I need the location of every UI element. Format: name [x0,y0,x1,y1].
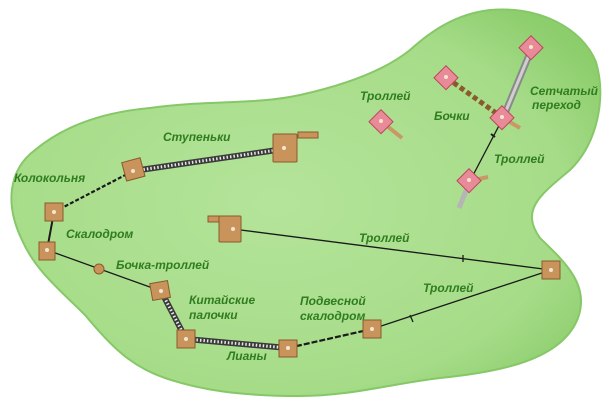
platform-anchor [370,327,374,331]
platform-anchor [549,268,553,272]
trolley-line-right [469,117,504,182]
barrels-bridge [445,75,505,121]
platform [218,215,242,243]
trolley-line-middle [232,228,552,271]
platform-anchor [529,45,533,49]
lianas-ladder-rungs [185,337,289,350]
platform-anchor [184,337,188,341]
label-barrel-trolley: Бочка-троллей [116,258,210,272]
trolley-line-bottom [371,269,552,330]
platform-anchor [444,75,448,79]
label-barrels: Бочки [434,109,470,123]
island-area [10,8,602,398]
platform-anchor [467,178,471,182]
label-net-crossing-1: Сетчатый [530,84,599,98]
platform-anchor [131,169,135,173]
platform-anchor [286,346,290,350]
label-trolley-top-left: Троллей [360,89,411,103]
platform-anchor [52,210,56,214]
platform-anchor [231,227,235,231]
label-chinese-sticks-1: Китайские [189,293,255,307]
label-trolley-top-right: Троллей [494,152,545,166]
barrel-marker [93,263,105,275]
platform-anchor [45,248,49,252]
platform-anchor [379,119,383,123]
label-steps: Ступеньки [163,130,231,144]
platform [207,215,221,223]
label-bell-tower: Колокольня [14,171,85,185]
label-suspended-wall-2: скалодром [300,309,365,323]
label-suspended-wall-1: Подвесной [300,294,366,308]
label-trolley-bottom: Троллей [423,281,474,295]
trolley-marker [409,314,414,323]
label-chinese-sticks-2: палочки [189,308,238,322]
label-trolley-middle: Троллей [359,231,410,245]
label-climbing-wall: Скалодром [66,227,133,241]
trolley-marker [490,133,496,138]
suspended-wall-line [287,327,373,350]
platform-anchor [282,146,286,150]
platform-anchor [500,115,504,119]
platform-anchor [159,289,163,293]
steps-ladder-rungs [132,147,285,173]
bell-tower-line [53,170,134,213]
label-net-crossing-2: переход [532,98,581,112]
net-crossing-core [501,47,534,119]
label-lianas: Лианы [226,349,267,363]
platform [297,131,319,139]
